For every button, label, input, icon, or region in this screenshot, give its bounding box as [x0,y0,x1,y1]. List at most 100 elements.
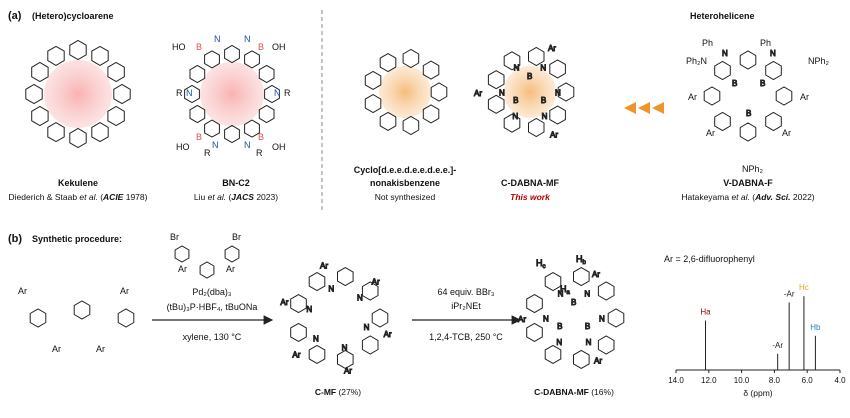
benzene-ring [184,84,200,104]
nmr-xlabel: δ (ppm) [743,388,772,398]
label-b-1: B [196,42,202,52]
benzene-ring [258,104,275,124]
benzene-ring [549,59,566,79]
aryl-label: Ar [592,270,600,279]
benzene-ring [526,294,543,314]
label-b-2: B [258,42,264,52]
benzene-ring [29,308,47,328]
boron-atom-label: B [557,322,562,331]
caption-kekulene: Kekulene Diederich & Staab et al. (ACIE … [9,178,148,202]
benzene-ring [107,61,125,83]
name-kekulene: Kekulene [58,178,98,188]
label-b-4: B [258,132,264,142]
label-n-6: N [244,140,251,150]
aryl-label: Ar [292,351,300,360]
note-this-work: This work [510,192,551,202]
reagent-catalyst: Pd₂(dba)₃ [192,287,232,297]
reagent-conditions-2: 1,2,4-TCB, 250 °C [429,332,503,342]
benzene-ring [739,50,757,70]
nitrogen-atom-label: N [556,338,562,347]
benzene-ring [361,335,379,355]
nitrogen-atom-label: N [770,49,776,58]
benzene-ring [337,349,354,369]
benzene-ring [91,122,109,143]
nitrogen-atom-label: N [599,315,605,324]
nitrogen-atom-label: N [543,315,549,324]
br-ar-2: Ar [226,264,235,274]
ref-bn-c2: Liu et al. (JACS 2023) [194,192,278,202]
sm-ar-3: Ar [52,344,61,354]
benzene-ring [544,344,562,364]
label-ar-v4: Ar [782,128,791,138]
panel-a-right-title: Heterohelicene [690,11,755,21]
benzene-ring [765,60,782,81]
benzene-ring [204,119,220,138]
benzene-ring [597,281,615,301]
benzene-ring [402,115,420,136]
boron-atom-label: B [513,96,518,105]
benzene-ring [503,113,521,133]
benzene-ring [703,86,721,106]
benzene-ring [379,53,397,73]
boron-atom-label: B [571,298,576,307]
label-ho-1: HO [172,42,186,52]
benzene-ring [422,104,440,124]
nmr-tick-label: 14.0 [668,376,684,385]
benzene-ring [544,272,562,292]
benzene-ring [204,50,220,69]
boron-atom-label: B [760,79,765,88]
sm-ar-2: Ar [120,286,129,296]
nitrogen-atom-label: N [364,323,370,332]
benzene-ring [526,322,543,342]
panel-b: (b) Synthetic procedure: Ar Ar Ar Ar Br … [8,232,846,398]
label-r-3: R [204,148,211,158]
benzene-ring [597,335,615,355]
label-n-1: N [214,34,221,44]
nitrogen-atom-label: N [540,63,546,72]
label-ph2n: Ph₂N [686,56,707,66]
aryl-label: Ar [280,298,288,307]
benzene-ring [113,83,131,105]
nmr-tick-label: 10.0 [734,376,750,385]
aryl-label: Ar [474,89,482,98]
boron-atom-label: B [527,72,532,81]
label-r-4: R [256,148,263,158]
caption-v-dabna-f: V-DABNA-F Hatakeyama et al. (Adv. Sci. 2… [681,178,814,202]
benzene-ring [31,61,49,83]
cyclo-nonakisbenzene-structure [364,48,448,136]
benzene-ring [69,127,87,149]
proton-label: Hc [536,258,546,270]
benzene-ring [487,70,505,90]
name-v-dabna-f: V-DABNA-F [723,178,773,188]
benzene-ring [364,70,382,90]
benzene-ring [290,294,307,314]
name-cyclo-line2: nonakisbenzene [370,178,440,188]
label-nph2-2: NPh₂ [742,164,764,174]
comparison-arrows [624,102,664,114]
benzene-ring [199,261,215,279]
benzene-ring [244,50,260,69]
caption-c-dabna-mf: C-DABNA-MF This work [501,178,559,202]
br-label-2: Br [232,232,241,242]
name-c-dabna-mf: C-DABNA-MF [501,178,559,188]
label-r-2: R [284,88,291,98]
benzene-ring [258,64,275,84]
benzene-ring [379,111,397,131]
nitrogen-atom-label: N [499,89,505,98]
panel-a-left-title: (Hetero)cycloarene [32,11,114,21]
caption-cyclo: Cyclo[d.e.e.d.e.e.d.e.e.]- nonakisbenzen… [354,165,457,202]
benzene-ring [224,245,240,263]
label-oh-2: OH [272,142,286,152]
benzene-ring [107,105,125,127]
reaction-arrow-1: Pd₂(dba)₃ (tBu)₃P·HBF₄, tBuONa xylene, 1… [152,287,274,342]
label-n-2: N [244,34,251,44]
nmr-tick-label: 8.0 [769,376,781,385]
label-ho-2: HO [176,142,190,152]
proton-label: Ha [560,284,571,296]
br-ar-1: Ar [178,264,187,274]
label-nph2-1: NPh₂ [808,56,830,66]
dibromide-reagent: Br Br Ar Ar [170,232,241,279]
sm-ar-4: Ar [96,344,105,354]
benzene-ring [765,111,782,132]
